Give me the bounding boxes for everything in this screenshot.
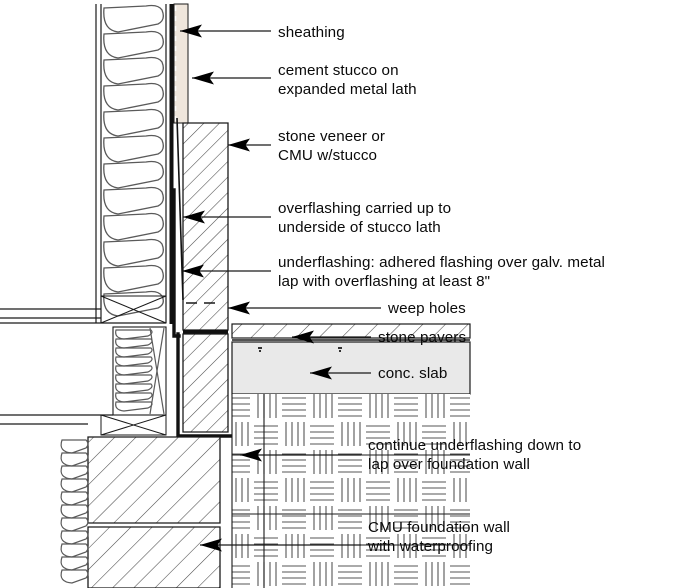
callout-line: lap with overflashing at least 8" (278, 273, 490, 290)
callout-text-group: sheathing cement stucco on expanded metal … (278, 24, 605, 555)
sheathing-and-stucco (169, 3, 189, 324)
slab-aggregate-marks (258, 347, 342, 352)
callout-line: expanded metal lath (278, 81, 417, 98)
arrowhead-sheathing (180, 24, 202, 38)
callout-label-stone-veneer: stone veneer or CMU w/stucco (278, 128, 385, 164)
foundation-wall-course-upper (87, 436, 221, 524)
callout-line: with waterproofing (367, 538, 493, 555)
overflashing-line (176, 117, 184, 301)
callout-line: stone pavers (378, 329, 466, 346)
callout-line: CMU w/stucco (278, 147, 377, 164)
callout-label-stone-pavers: stone pavers (378, 329, 466, 346)
callout-label-underflashing: underflashing: adhered flashing over gal… (278, 254, 605, 290)
callout-line: sheathing (278, 24, 345, 41)
veneer-base-ledge (183, 330, 228, 334)
stone-pavers-band (231, 323, 471, 339)
arrowhead-continue-underflashing (240, 448, 262, 462)
arrowhead-stone-veneer (228, 138, 250, 152)
stud-wall-assembly (95, 4, 167, 323)
callout-label-weep-holes: weep holes (387, 300, 466, 317)
callout-label-overflashing: overflashing carried up to underside of s… (278, 200, 451, 236)
callout-arrowheads-group (180, 24, 332, 552)
arrowhead-underflashing (182, 264, 204, 278)
callout-line: overflashing carried up to (278, 200, 451, 217)
sheathing-layer (169, 4, 174, 324)
stone-veneer-lower (182, 333, 229, 433)
callout-line: CMU foundation wall (368, 519, 510, 536)
callout-label-sheathing: sheathing (278, 24, 345, 41)
foundation-wall-course-lower (87, 526, 221, 588)
callout-line: weep holes (387, 300, 466, 317)
stone-veneer-body (182, 122, 229, 331)
sill-plate-block (100, 414, 167, 436)
arrowhead-cmu-foundation-wall (200, 538, 222, 552)
exterior-grade-assembly (231, 323, 471, 588)
arrowhead-conc-slab (310, 366, 332, 380)
callout-line: stone veneer or (278, 128, 385, 145)
rim-joist-cavity (112, 326, 167, 416)
callout-label-continue-underflashing: continue underflashing down to lap over f… (368, 437, 581, 473)
arrowhead-cement-stucco (192, 71, 214, 85)
floor-framing-assembly (0, 295, 167, 436)
arrowhead-weep-holes (228, 301, 250, 315)
joist-block-upper (100, 295, 167, 324)
callout-line: lap over foundation wall (368, 456, 530, 473)
callout-label-conc-slab: conc. slab (378, 365, 447, 382)
batt-insulation-upper (103, 4, 164, 317)
rim-joist-insulation (115, 327, 165, 415)
callout-line: conc. slab (378, 365, 447, 382)
compacted-fill-area (232, 394, 470, 588)
callout-label-cement-stucco: cement stucco on expanded metal lath (278, 62, 417, 98)
cement-stucco-layer (173, 3, 189, 124)
stone-veneer-assembly (182, 122, 229, 433)
callout-label-cmu-foundation-wall: CMU foundation wall with waterproofing (367, 519, 510, 555)
foundation-insulation (60, 439, 89, 584)
arrowhead-stone-pavers (292, 330, 314, 344)
callout-line: continue underflashing down to (368, 437, 581, 454)
cmu-foundation-wall-assembly (60, 436, 221, 588)
conc-slab-body (231, 341, 471, 395)
callout-line: cement stucco on (278, 62, 399, 79)
arrowhead-overflashing (183, 210, 205, 224)
callout-line: underflashing: adhered flashing over gal… (278, 254, 605, 271)
callout-line: underside of stucco lath (278, 219, 441, 236)
